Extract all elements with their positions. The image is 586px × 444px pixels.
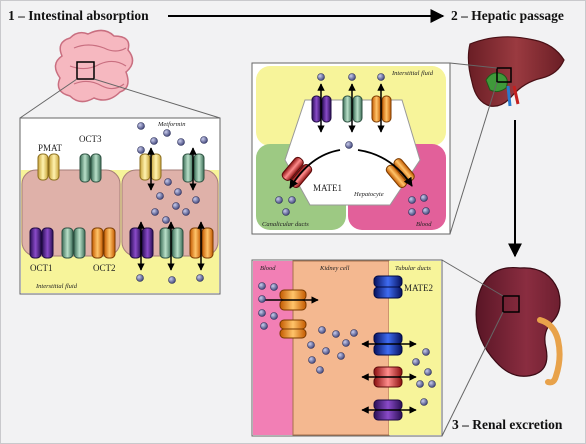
oct2-kidney-transporter (279, 289, 307, 311)
pmat-transporter (37, 153, 60, 181)
label-oct2: OCT2 (93, 263, 116, 273)
oct2-kidney-transporter-2 (279, 319, 307, 339)
label-blood-liver: Blood (416, 221, 432, 228)
label-tubular-ducts: Tubular ducts (395, 265, 431, 272)
label-kidney-cell: Kidney cell (319, 265, 350, 272)
label-mate1: MATE1 (313, 183, 342, 193)
metformin-molecules-intestine (136, 122, 208, 284)
kidney-icon (475, 266, 563, 386)
liver-panel: Interstitial fluid MATE1 Hepatocyte Cana… (251, 62, 451, 235)
liver-icon (467, 36, 565, 107)
label-canalicular-ducts: Canalicular ducts (262, 221, 309, 228)
mate2-transporter (373, 275, 403, 299)
title-intestinal-absorption: 1 – Intestinal absorption (8, 8, 149, 23)
intestine-icon (54, 29, 134, 103)
label-hepatocyte: Hepatocyte (353, 191, 384, 198)
label-pmat: PMAT (38, 143, 63, 153)
kidney-panel: Blood Kidney cell Tubular ducts MATE2 (251, 259, 443, 437)
intestine-zoom-box (76, 61, 95, 80)
liver-zoom-box (496, 67, 512, 83)
label-interstitial-fluid-liver: Interstitial fluid (391, 70, 434, 77)
kidney-zoom-box (502, 295, 520, 313)
intestine-panel: PMAT OCT3 OCT1 OCT2 Metformin Interstiti… (19, 117, 221, 295)
label-oct1: OCT1 (30, 263, 53, 273)
metformin-molecules-liver (275, 73, 430, 216)
oct3-transporter (79, 153, 102, 183)
oct2-transporter (91, 227, 116, 259)
title-renal-excretion: 3 – Renal excretion (452, 417, 563, 432)
label-metformin: Metformin (157, 121, 185, 128)
oct1-transporter (29, 227, 54, 259)
metformin-molecules-kidney (258, 282, 436, 406)
oct3-transporter-bottom (61, 227, 86, 259)
label-blood-kidney: Blood (260, 265, 276, 272)
title-hepatic-passage: 2 – Hepatic passage (451, 8, 564, 23)
label-interstitial-fluid-intestine: Interstitial fluid (35, 283, 78, 290)
label-mate2: MATE2 (404, 283, 433, 293)
label-oct3: OCT3 (79, 134, 102, 144)
